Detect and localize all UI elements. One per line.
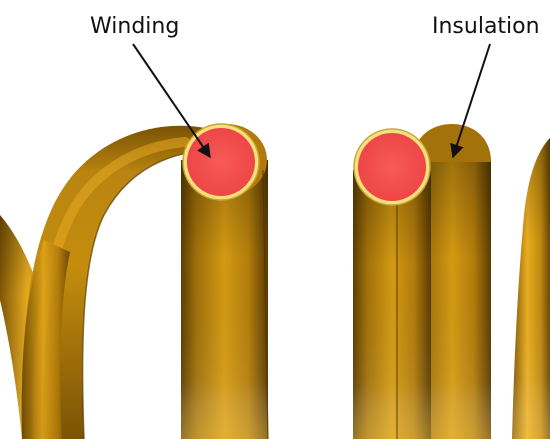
coil-vertical-leg-left-shade bbox=[181, 160, 268, 439]
coil-vertical-leg-front-shade bbox=[353, 170, 431, 439]
left-coil-group bbox=[0, 124, 268, 439]
winding-label: Winding bbox=[90, 14, 179, 39]
right-coil-group bbox=[353, 124, 550, 439]
insulation-label: Insulation bbox=[432, 14, 540, 39]
winding-conductor-right bbox=[358, 133, 426, 201]
coil-turn-far-right-shade bbox=[512, 138, 550, 439]
